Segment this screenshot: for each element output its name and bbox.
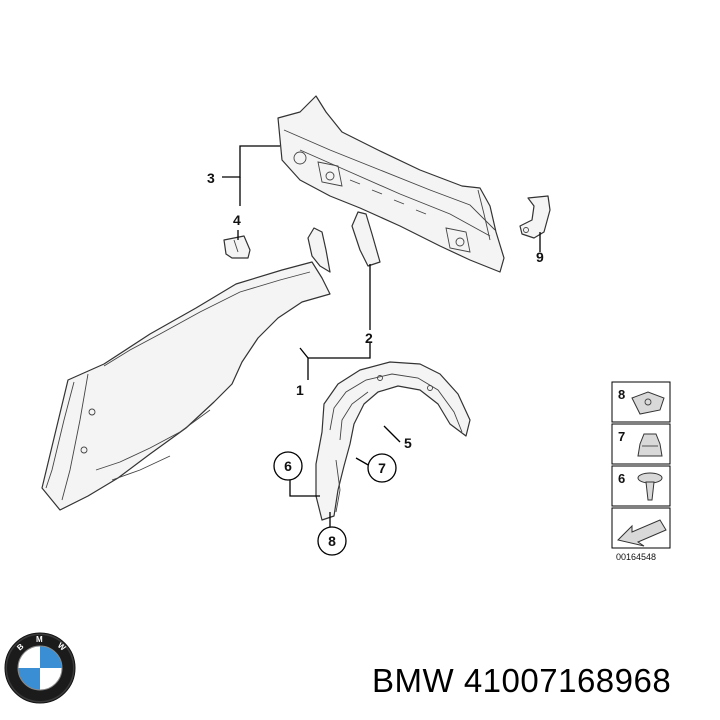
fastener-legend: 8 7 6 00164548 xyxy=(611,381,671,562)
nut-clip-icon xyxy=(631,391,665,415)
wheel-arch-liner-part xyxy=(315,361,471,521)
bracket-part xyxy=(519,195,551,239)
callout-9: 9 xyxy=(536,249,544,265)
svg-text:7: 7 xyxy=(378,460,386,476)
side-wall-part xyxy=(41,261,331,511)
circled-callout-6: 6 xyxy=(273,451,303,481)
svg-text:8: 8 xyxy=(328,533,336,549)
svg-text:W: W xyxy=(56,641,68,653)
legend-label-7: 7 xyxy=(618,429,625,444)
legend-label-8: 8 xyxy=(618,387,625,402)
clip-part xyxy=(223,235,251,259)
expansion-nut-icon xyxy=(637,433,663,457)
legend-item-screw xyxy=(611,465,671,507)
part-number-caption: BMW 41007168968 xyxy=(372,662,671,700)
callout-2: 2 xyxy=(365,330,373,346)
diagram-reference-code: 00164548 xyxy=(616,552,656,562)
direction-arrow-icon xyxy=(617,519,667,547)
circled-callout-7: 7 xyxy=(367,453,397,483)
callout-labels: 3 4 9 2 1 5 xyxy=(207,170,544,451)
legend-label-6: 6 xyxy=(618,471,625,486)
pillar-bracket-part xyxy=(307,211,381,273)
callout-5: 5 xyxy=(404,435,412,451)
brand-name: BMW xyxy=(372,662,455,699)
svg-text:B: B xyxy=(15,642,25,653)
svg-text:6: 6 xyxy=(284,458,292,474)
bmw-logo: B M W xyxy=(4,632,76,704)
leader-lines xyxy=(222,145,541,528)
svg-text:M: M xyxy=(36,635,43,644)
rear-panel-part xyxy=(277,95,505,273)
callout-3: 3 xyxy=(207,170,215,186)
circled-callout-8: 8 xyxy=(317,526,347,556)
part-number: 41007168968 xyxy=(463,662,672,699)
callout-1: 1 xyxy=(296,382,304,398)
callout-4: 4 xyxy=(233,212,241,228)
